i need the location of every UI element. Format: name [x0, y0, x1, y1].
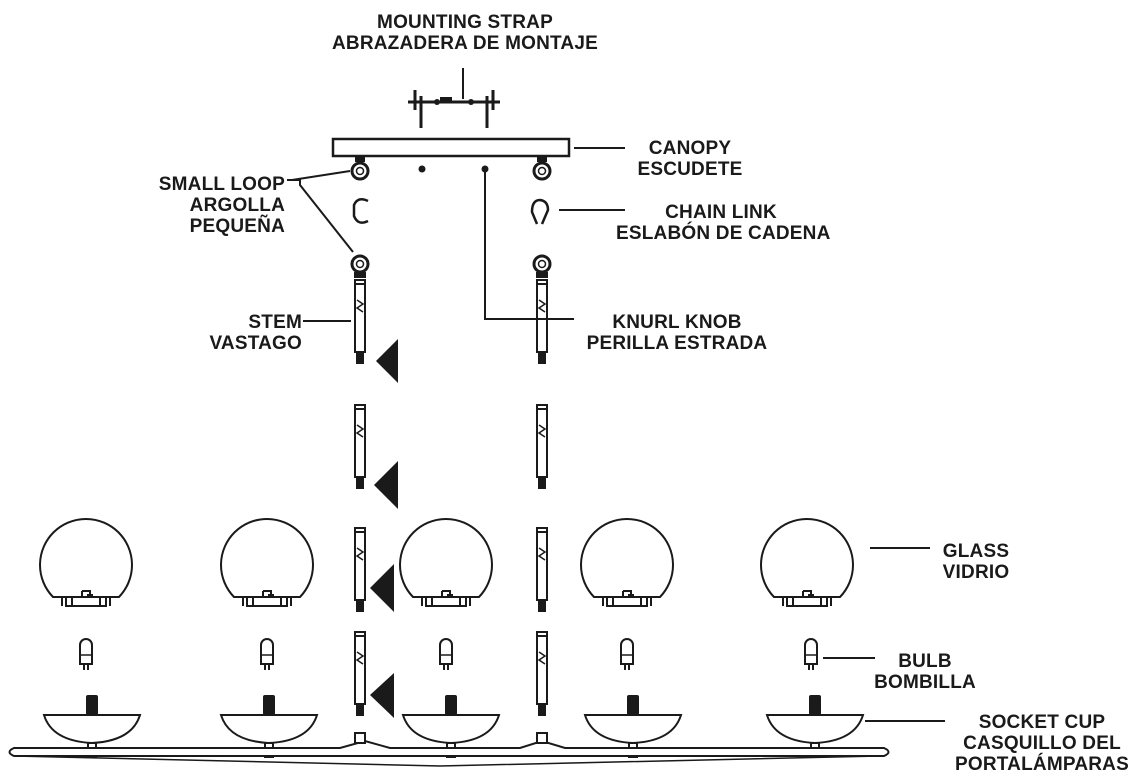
- mounting-strap-label: MOUNTING STRAP ABRAZADERA DE MONTAJE: [300, 12, 630, 54]
- mounting-strap-es: ABRAZADERA DE MONTAJE: [332, 33, 598, 54]
- stem-es: VASTAGO: [209, 333, 302, 354]
- right-hanging-hardware: [530, 156, 552, 717]
- chain-link-es: ESLABÓN DE CADENA: [616, 223, 831, 244]
- glass-globe: [760, 517, 854, 607]
- direction-arrows: [370, 339, 398, 718]
- glass-globe: [399, 517, 493, 607]
- glass-globes: [38, 517, 854, 607]
- socket-cup-es1: CASQUILLO DEL: [963, 733, 1121, 754]
- mounting-strap: [408, 68, 500, 128]
- canopy: [331, 137, 625, 173]
- stem-en: STEM: [248, 312, 302, 333]
- socket-cup-label: SOCKET CUP CASQUILLO DEL PORTALÁMPARAS: [944, 712, 1140, 775]
- mounting-strap-en: MOUNTING STRAP: [377, 12, 553, 33]
- small-loop-es2: PEQUEÑA: [189, 216, 285, 237]
- chain-link-label: CHAIN LINK ESLABÓN DE CADENA: [616, 202, 831, 244]
- fixture-frame: [8, 732, 890, 767]
- bulb-en: BULB: [898, 651, 952, 672]
- canopy-en: CANOPY: [648, 138, 732, 159]
- bulb-es: BOMBILLA: [874, 672, 976, 693]
- glass-globe: [38, 517, 133, 607]
- knurl-knob-en: KNURL KNOB: [612, 312, 742, 333]
- chain-link-en: CHAIN LINK: [665, 202, 777, 223]
- small-loop-label: SMALL LOOP ARGOLLA PEQUEÑA: [120, 174, 285, 237]
- stem-label: STEM VASTAGO: [200, 312, 302, 354]
- glass-globe: [580, 517, 674, 607]
- leader-lines: [287, 170, 945, 722]
- bulb-label: BULB BOMBILLA: [860, 651, 990, 693]
- canopy-label: CANOPY ESCUDETE: [625, 138, 755, 180]
- glass-es: VIDRIO: [942, 562, 1010, 583]
- bulbs: [79, 638, 818, 671]
- small-loop-es1: ARGOLLA: [189, 195, 285, 216]
- glass-label: GLASS VIDRIO: [926, 541, 1026, 583]
- socket-cup-es2: PORTALÁMPARAS: [955, 754, 1129, 775]
- canopy-es: ESCUDETE: [637, 159, 743, 180]
- knurl-knob-label: KNURL KNOB PERILLA ESTRADA: [577, 312, 777, 354]
- small-loop-en: SMALL LOOP: [158, 174, 285, 195]
- glass-en: GLASS: [942, 541, 1010, 562]
- left-hanging-hardware: [350, 156, 370, 717]
- socket-cup-en: SOCKET CUP: [978, 712, 1106, 733]
- knurl-knob-es: PERILLA ESTRADA: [586, 333, 768, 354]
- glass-globe: [220, 517, 314, 607]
